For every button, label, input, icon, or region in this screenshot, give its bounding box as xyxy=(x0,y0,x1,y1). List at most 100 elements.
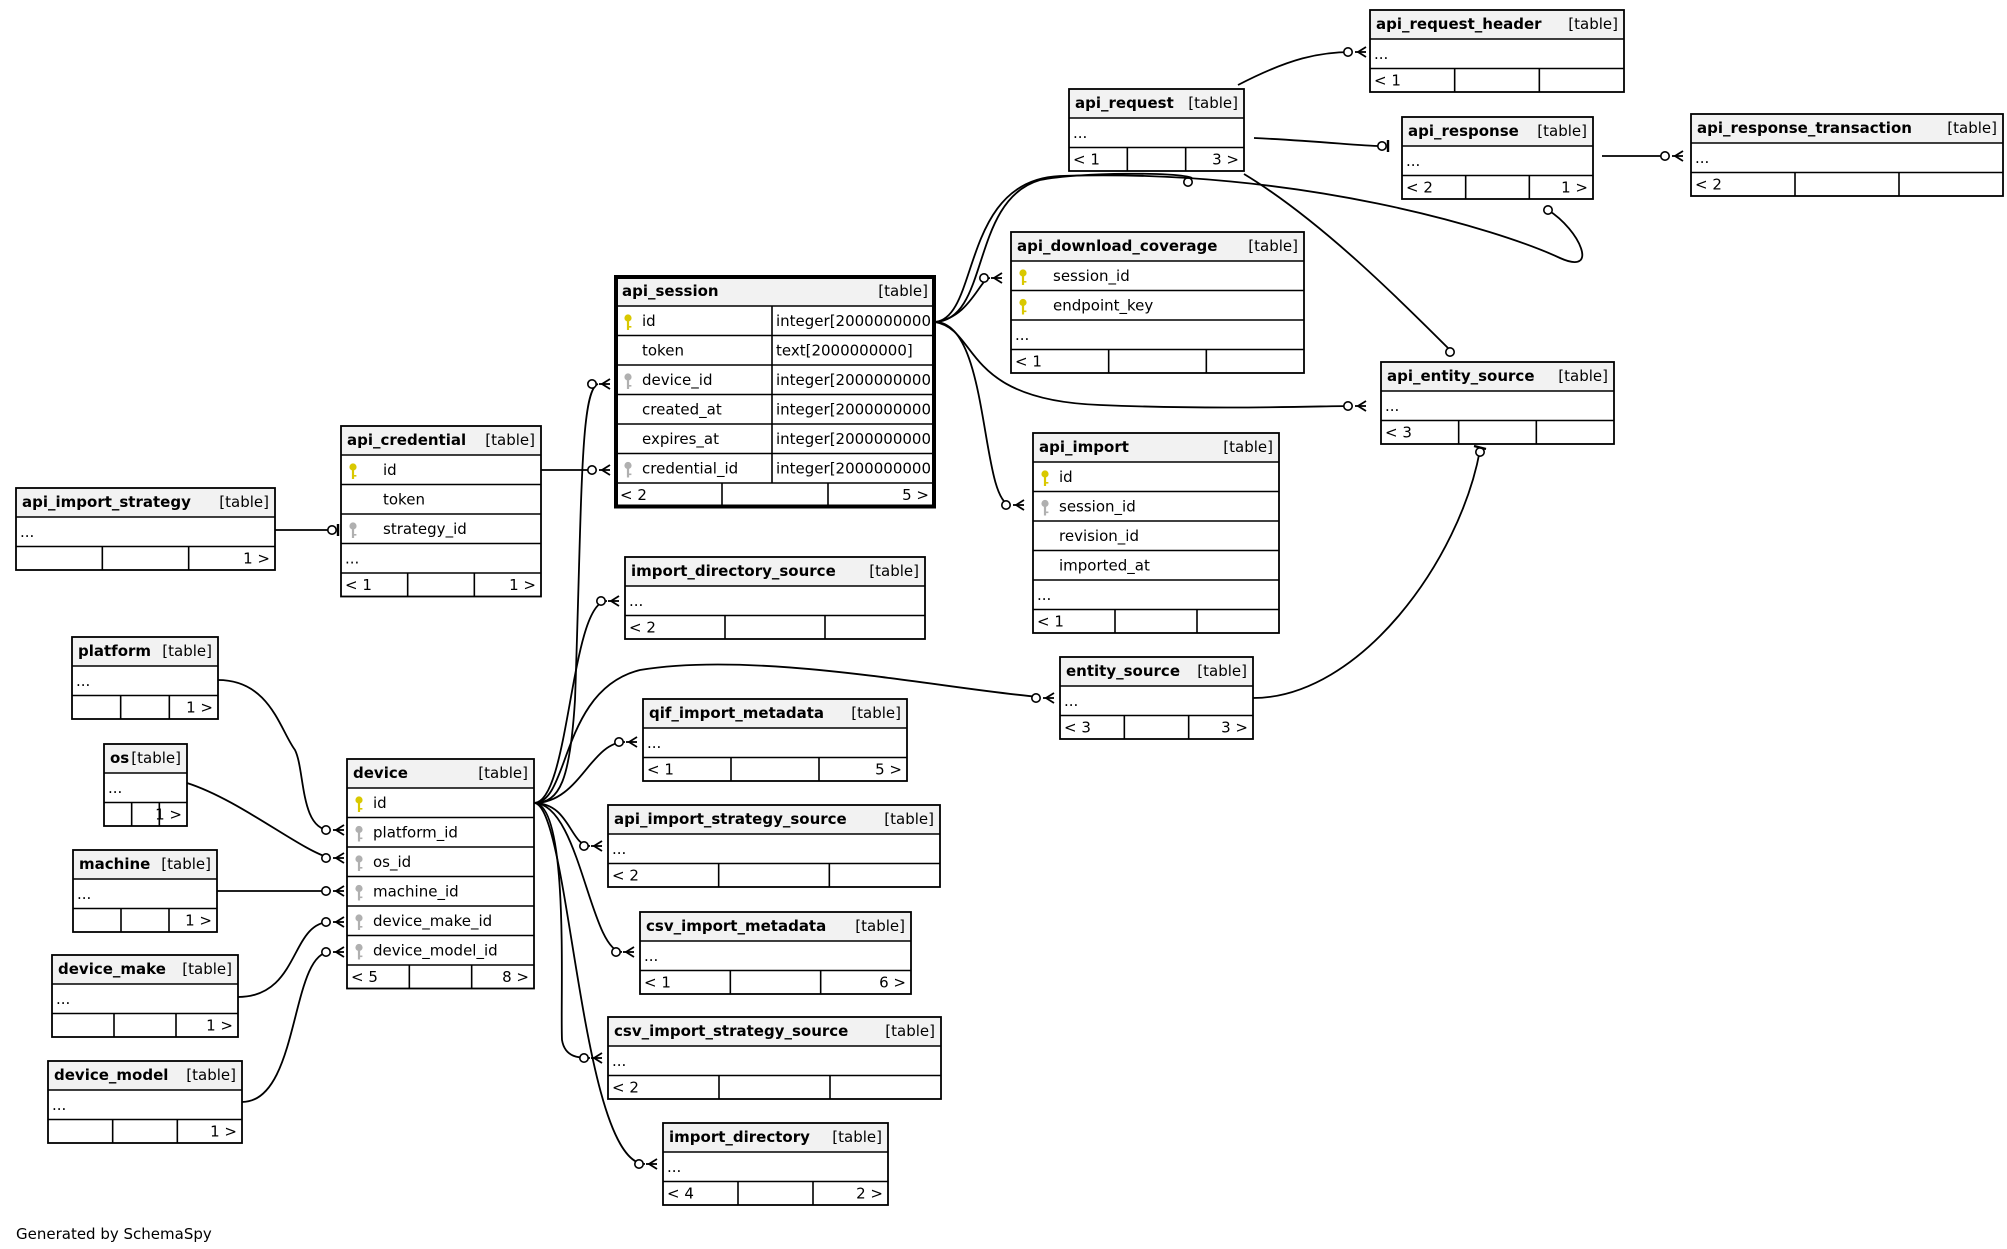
parents-count[interactable]: < 2 xyxy=(1406,179,1433,197)
table-name: api_session xyxy=(622,282,719,300)
edge-session-response xyxy=(934,174,1584,323)
table-api-import[interactable]: api_import[table]idsession_idrevision_id… xyxy=(1032,432,1280,634)
parents-count[interactable]: < 3 xyxy=(1385,424,1412,442)
table-name: api_download_coverage xyxy=(1017,237,1217,255)
parents-count[interactable]: < 4 xyxy=(667,1185,694,1203)
children-count[interactable]: 1 > xyxy=(155,806,182,824)
table-device-make[interactable]: device_make[table]...1 > xyxy=(51,954,239,1038)
column-name: ... xyxy=(1073,124,1087,142)
column-name: ... xyxy=(77,885,91,903)
table-machine[interactable]: machine[table]...1 > xyxy=(72,849,218,933)
table-api-request-header[interactable]: api_request_header[table]...< 1 xyxy=(1369,9,1625,93)
table-tag: [table] xyxy=(485,431,535,449)
table-platform[interactable]: platform[table]...1 > xyxy=(71,636,219,720)
children-count[interactable]: 6 > xyxy=(879,974,906,992)
children-count[interactable]: 1 > xyxy=(206,1017,233,1035)
table-device-model[interactable]: device_model[table]...1 > xyxy=(47,1060,243,1144)
table-os[interactable]: os[table]...1 > xyxy=(103,743,188,827)
table-api-import-strategy-source[interactable]: api_import_strategy_source[table]...< 2 xyxy=(607,804,941,888)
table-api-response-transaction[interactable]: api_response_transaction[table]...< 2 xyxy=(1690,113,2004,197)
table-api-import-strategy[interactable]: api_import_strategy[table]...1 > xyxy=(15,487,276,571)
children-count[interactable]: 1 > xyxy=(210,1123,237,1141)
children-count[interactable]: 1 > xyxy=(185,912,212,930)
parents-count[interactable]: < 2 xyxy=(629,619,656,637)
children-count[interactable]: 1 > xyxy=(509,576,536,594)
relationship-lines xyxy=(186,46,1684,1170)
children-count[interactable]: 8 > xyxy=(502,968,529,986)
parents-count[interactable]: < 2 xyxy=(612,1079,639,1097)
foreign-key-icon xyxy=(355,855,363,871)
parents-count[interactable]: < 1 xyxy=(345,576,372,594)
table-import-directory-source[interactable]: import_directory_source[table]...< 2 xyxy=(624,556,926,640)
table-tag: [table] xyxy=(162,642,212,660)
column-name: session_id xyxy=(1059,498,1136,517)
parents-count[interactable]: < 1 xyxy=(1037,613,1064,631)
parents-count[interactable]: < 5 xyxy=(351,968,378,986)
edge-entity-source-api-entity xyxy=(1252,444,1487,699)
parents-count[interactable]: < 1 xyxy=(647,761,674,779)
table-name: import_directory xyxy=(669,1128,810,1146)
column-type: text[2000000000] xyxy=(776,342,913,360)
table-tag: [table] xyxy=(1947,119,1997,137)
edge-session-download xyxy=(934,272,1003,323)
table-tag: [table] xyxy=(478,764,528,782)
children-count[interactable]: 1 > xyxy=(243,550,270,568)
edge-platform-device xyxy=(217,679,345,836)
children-count[interactable]: 5 > xyxy=(875,761,902,779)
parents-count[interactable]: < 2 xyxy=(620,486,647,504)
parents-count[interactable]: < 2 xyxy=(612,867,639,885)
column-name: revision_id xyxy=(1059,527,1139,546)
table-api-entity-source[interactable]: api_entity_source[table]...< 3 xyxy=(1380,361,1615,445)
edge-machine-device xyxy=(217,885,345,897)
parents-count[interactable]: < 1 xyxy=(1374,72,1401,90)
column-name: ... xyxy=(1015,326,1029,344)
children-count[interactable]: 1 > xyxy=(186,699,213,717)
table-csv-import-strategy-source[interactable]: csv_import_strategy_source[table]...< 2 xyxy=(607,1016,942,1100)
table-name: csv_import_strategy_source xyxy=(614,1022,848,1040)
parents-count[interactable]: < 2 xyxy=(1695,176,1722,194)
table-tag: [table] xyxy=(1223,438,1273,456)
table-name: api_response xyxy=(1408,122,1519,140)
edge-session-import xyxy=(934,321,1025,511)
edge-device-csv-metadata xyxy=(533,802,635,958)
edge-os-device xyxy=(186,782,345,864)
primary-key-icon xyxy=(349,463,357,479)
column-name: strategy_id xyxy=(383,520,467,539)
table-tag: [table] xyxy=(851,704,901,722)
foreign-key-icon xyxy=(355,825,363,842)
column-name: device_make_id xyxy=(373,912,492,931)
primary-key-icon xyxy=(624,314,632,330)
table-name: platform xyxy=(78,642,151,660)
column-name: session_id xyxy=(1053,267,1130,286)
edge-device-entity-source xyxy=(533,663,1055,804)
column-name: id xyxy=(383,461,397,479)
children-count[interactable]: 3 > xyxy=(1212,151,1239,169)
children-count[interactable]: 2 > xyxy=(856,1185,883,1203)
table-tag: [table] xyxy=(855,917,905,935)
table-name: qif_import_metadata xyxy=(649,704,824,722)
children-count[interactable]: 3 > xyxy=(1221,719,1248,737)
table-api-credential[interactable]: api_credential[table]idtokenstrategy_id.… xyxy=(340,425,542,598)
column-name: ... xyxy=(345,550,359,568)
table-api-download-coverage[interactable]: api_download_coverage[table]session_iden… xyxy=(1010,231,1305,374)
column-type: integer[2000000000] xyxy=(776,312,937,330)
table-tag: [table] xyxy=(885,1022,935,1040)
parents-count[interactable]: < 3 xyxy=(1064,719,1091,737)
column-name: ... xyxy=(667,1158,681,1176)
children-count[interactable]: 5 > xyxy=(902,486,929,504)
children-count[interactable]: 1 > xyxy=(1561,179,1588,197)
parents-count[interactable]: < 1 xyxy=(1015,353,1042,371)
table-tag: [table] xyxy=(161,855,211,873)
parents-count[interactable]: < 1 xyxy=(1073,151,1100,169)
edge-strategy-credential xyxy=(275,524,340,536)
table-device[interactable]: device[table]idplatform_idos_idmachine_i… xyxy=(346,758,535,990)
table-name: api_entity_source xyxy=(1387,367,1535,385)
parents-count[interactable]: < 1 xyxy=(644,974,671,992)
